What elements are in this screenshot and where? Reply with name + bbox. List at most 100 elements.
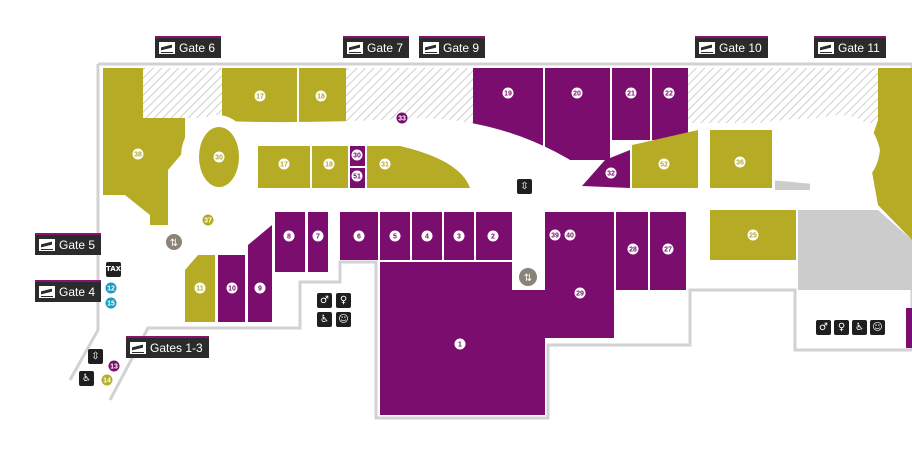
unit-number-51: 51 [353,174,361,181]
unit-marker-37[interactable] [202,214,214,226]
accessible-icon-left[interactable]: ♿ [79,371,94,386]
unit-marker-18[interactable] [315,90,327,102]
unit-marker-13[interactable] [108,360,120,372]
unit-marker-32[interactable] [605,167,617,179]
unit-number-39: 39 [551,233,559,240]
unit-20[interactable] [545,68,610,160]
unit-marker-52[interactable] [658,158,670,170]
unit-marker-20[interactable] [571,87,583,99]
unit-7[interactable] [308,212,328,272]
plane-icon [699,42,715,54]
elevator-icon[interactable]: ⇳ [517,179,532,194]
unit-38[interactable] [103,68,185,225]
unit-marker-17[interactable] [254,90,266,102]
gate-11-label[interactable]: Gate 11 [814,36,886,58]
unit-marker-17[interactable] [278,158,290,170]
lift-arrows-icon[interactable] [519,268,537,286]
baby-change-icon-right[interactable]: ☺ [870,320,885,335]
unit-9[interactable] [248,225,272,322]
unit-marker-38[interactable] [132,148,144,160]
unit-marker-30[interactable] [213,151,225,163]
unit-marker-5[interactable] [389,230,401,242]
unit-31[interactable] [367,146,470,188]
unit-right-purple-edge[interactable] [906,308,912,348]
unit-marker-36[interactable] [734,156,746,168]
unit-number-5: 5 [393,234,397,241]
unit-marker-1[interactable] [454,338,466,350]
unit-21[interactable] [612,68,650,140]
female-toilet-icon-right[interactable]: ♀ [834,320,849,335]
lift-arrows-glyph: ⇅ [524,273,532,284]
unit-marker-27[interactable] [662,243,674,255]
unit-number-18: 18 [317,94,325,101]
unit-marker-4[interactable] [421,230,433,242]
gate-10-label[interactable]: Gate 10 [695,36,768,58]
gate-6-label[interactable]: Gate 6 [155,36,222,58]
unit-marker-28[interactable] [627,243,639,255]
gate-11-text: Gate 11 [838,41,880,55]
unit-marker-30[interactable] [351,149,363,161]
unit-marker-14[interactable] [101,374,113,386]
unit-marker-22[interactable] [663,87,675,99]
unit-number-33: 33 [398,116,406,123]
unit-22[interactable] [652,68,688,140]
unit-29[interactable] [545,212,614,338]
gate-5-label[interactable]: Gate 5 [35,233,102,255]
unit-marker-9[interactable] [254,282,266,294]
unit-marker-8[interactable] [283,230,295,242]
elevator-icon-left[interactable]: ⇳ [88,349,103,364]
female-toilet-icon[interactable]: ♀ [336,293,351,308]
unit-marker-3[interactable] [453,230,465,242]
unit-number-37: 37 [204,218,212,225]
unit-marker-2[interactable] [487,230,499,242]
baby-change-icon[interactable]: ☺ [336,312,351,327]
escalator-icon[interactable] [166,234,182,250]
unit-marker-39[interactable] [549,229,561,241]
unit-right-olive[interactable] [868,68,912,240]
plane-icon [130,342,146,354]
gate-7-label[interactable]: Gate 7 [343,36,410,58]
accessible-toilet-icon-right[interactable]: ♿ [852,320,867,335]
plane-icon [39,239,55,251]
unit-number-31: 31 [381,162,389,169]
unit-marker-51[interactable] [351,170,363,182]
unit-1[interactable] [380,262,545,415]
unit-number-27: 27 [664,247,672,254]
gray-zone [798,210,912,290]
unit-marker-25[interactable] [747,229,759,241]
unit-marker-18[interactable] [323,158,335,170]
unit-marker-6[interactable] [353,230,365,242]
unit-number-8: 8 [287,234,291,241]
unit-8[interactable] [275,212,305,272]
male-toilet-icon-right[interactable]: ♂ [816,320,831,335]
unit-marker-10[interactable] [226,282,238,294]
accessible-toilet-icon[interactable]: ♿ [317,312,332,327]
unit-number-30: 30 [215,155,223,162]
male-toilet-icon[interactable]: ♂ [317,293,332,308]
unit-marker-31[interactable] [379,158,391,170]
unit-marker-15[interactable] [105,297,117,309]
unit-marker-11[interactable] [194,282,206,294]
gate-6-text: Gate 6 [179,41,216,55]
unit-marker-40[interactable] [564,229,576,241]
unit-marker-19[interactable] [502,87,514,99]
plane-icon [159,42,175,54]
unit-number-10: 10 [228,286,236,293]
plane-icon [423,42,439,54]
hatched-zone [143,68,223,118]
unit-32[interactable] [582,150,630,188]
unit-number-12: 12 [107,286,115,293]
tax-refund-icon[interactable]: TAX [106,262,121,277]
unit-marker-7[interactable] [312,230,324,242]
unit-marker-29[interactable] [574,287,586,299]
unit-number-15: 15 [107,301,115,308]
unit-marker-21[interactable] [625,87,637,99]
gate-4-label[interactable]: Gate 4 [35,280,102,302]
unit-marker-12[interactable] [105,282,117,294]
unit-marker-33[interactable] [396,112,408,124]
unit-number-19: 19 [504,91,512,98]
unit-number-6: 6 [357,234,361,241]
gates-1-3-label[interactable]: Gates 1-3 [126,336,209,358]
gate-9-label[interactable]: Gate 9 [419,36,486,58]
